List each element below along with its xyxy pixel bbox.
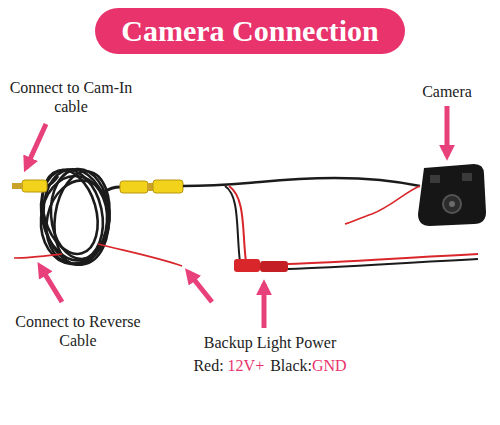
wire-color: Red: — [193, 356, 223, 375]
pointer-arrow — [26, 124, 46, 168]
red-wire — [288, 254, 478, 264]
rca-plug — [22, 180, 47, 192]
rca-plug — [120, 181, 148, 193]
pointer-arrows — [26, 106, 447, 328]
pointer-arrow — [445, 106, 450, 156]
power-legend-row: Red: 12V+ Black:GND — [140, 356, 400, 375]
coil-loop — [33, 163, 107, 260]
camera-lens — [443, 195, 461, 213]
black-wire — [288, 259, 478, 269]
camera-lens — [449, 201, 455, 207]
power-wire — [229, 186, 246, 262]
callout-label: Backup Light Power — [160, 333, 380, 352]
pointer-arrow — [188, 272, 212, 302]
pointer-arrow — [40, 266, 62, 302]
callout-label: Connect to Cam-In cable — [8, 78, 134, 116]
camera-wire — [345, 186, 420, 224]
cable-coil — [33, 163, 117, 269]
red-wire — [98, 244, 182, 266]
callout-label: Connect to Reverse Cable — [8, 312, 148, 350]
rca-pin — [147, 183, 153, 191]
camera-mount — [462, 173, 472, 181]
power-socket — [260, 261, 288, 272]
signal-name: 12V+ — [228, 356, 265, 375]
rca-socket — [153, 180, 183, 193]
wire-color: Black: — [270, 356, 312, 375]
callout-label: Camera — [402, 82, 492, 101]
rca-pin — [12, 183, 23, 189]
title-banner: Camera Connection — [95, 8, 405, 54]
video-cable — [104, 187, 120, 192]
power-plug — [234, 259, 260, 272]
video-cable — [46, 176, 58, 186]
camera-body — [418, 164, 486, 226]
pointer-arrow — [262, 284, 267, 328]
signal-name: GND — [312, 356, 347, 375]
camera-cable — [183, 178, 420, 186]
camera-mount — [430, 175, 440, 183]
reverse-wire — [14, 254, 62, 258]
